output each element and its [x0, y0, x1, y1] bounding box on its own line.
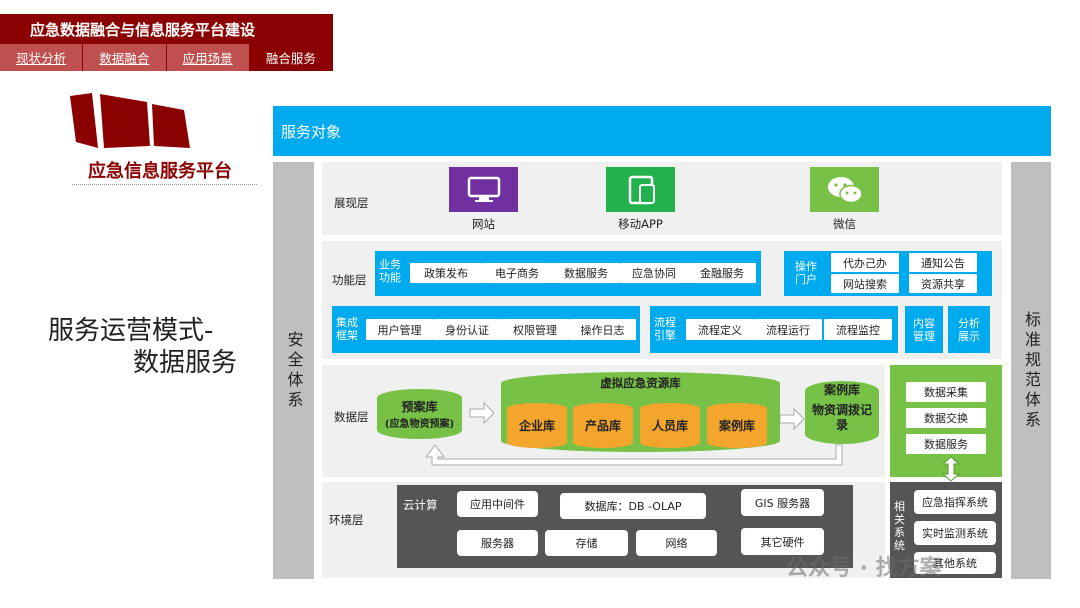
security-column: 安全体系 [273, 162, 314, 579]
environment-layer-label: 环境层 [329, 513, 364, 527]
plan-database[interactable]: 预案库 (应急物资预案) [377, 389, 462, 439]
nav-tab-status[interactable]: 现状分析 [0, 44, 84, 71]
realtime-monitoring-system[interactable]: 实时监测系统 [914, 521, 996, 545]
data-layer-label: 数据层 [334, 410, 369, 424]
content-management-box[interactable]: 内容管理 [905, 306, 943, 353]
business-item-data-service[interactable]: 数据服务 [552, 263, 620, 283]
case-database[interactable] [805, 381, 879, 444]
product-database[interactable]: 产品库 [573, 403, 633, 448]
decorative-logo-shape [70, 93, 190, 148]
mobile-app-label: 移动APP [618, 217, 663, 231]
data-flow-arrows [425, 401, 843, 466]
other-systems[interactable]: 其他系统 [914, 552, 996, 574]
related-systems-label: 相关系统 [894, 500, 905, 552]
cloud-computing-label: 云计算 [403, 498, 438, 512]
mode-title: 服务运营模式- 数据服务 [48, 315, 237, 379]
presentation-layer-label: 展现层 [334, 196, 369, 210]
mobile-icon [628, 175, 655, 204]
website-tile[interactable] [449, 167, 518, 212]
other-hardware-box[interactable]: 其它硬件 [741, 528, 824, 555]
plan-database-sublabel: (应急物资预案) [384, 419, 455, 430]
integration-item-permission[interactable]: 权限管理 [501, 319, 569, 340]
process-engine-label: 流程引擎 [654, 316, 676, 342]
database-olap-box[interactable]: 数据库：DB -OLAP [560, 493, 706, 519]
emergency-command-system[interactable]: 应急指挥系统 [914, 490, 996, 514]
storage-box[interactable]: 存储 [545, 530, 628, 556]
standard-column: 标准规范体系 [1011, 162, 1051, 579]
network-box[interactable]: 网络 [636, 530, 717, 556]
bidirectional-arrow-icon [941, 456, 961, 482]
function-layer-label: 功能层 [332, 273, 367, 287]
wechat-label: 微信 [833, 217, 856, 231]
business-item-ecommerce[interactable]: 电子商务 [482, 263, 552, 283]
process-item-monitor[interactable]: 流程监控 [824, 319, 892, 340]
monitor-icon [467, 176, 500, 202]
enterprise-database[interactable]: 企业库 [507, 403, 567, 448]
service-objects-bar: 服务对象 [273, 106, 1051, 156]
integration-item-auth[interactable]: 身份认证 [433, 319, 501, 340]
mobile-app-tile[interactable] [606, 167, 675, 212]
business-item-coordination[interactable]: 应急协同 [620, 263, 688, 283]
nav-tab-data-fusion[interactable]: 数据融合 [83, 44, 167, 71]
divider [72, 184, 257, 185]
gis-server-box[interactable]: GIS 服务器 [741, 489, 824, 516]
platform-title: 应急信息服务平台 [88, 161, 232, 182]
portal-item-search[interactable]: 网站搜索 [831, 274, 899, 293]
virtual-resource-database-label: 虚拟应急资源库 [600, 376, 681, 390]
data-service-box[interactable]: 数据服务 [906, 434, 986, 454]
server-box[interactable]: 服务器 [457, 530, 538, 556]
case-database-label: 案例库 [823, 383, 860, 397]
process-item-run[interactable]: 流程运行 [754, 319, 822, 340]
nav-tab-scenarios[interactable]: 应用场景 [166, 44, 250, 71]
nav-bar: 现状分析 数据融合 应用场景 融合服务 [0, 44, 333, 71]
operation-portal-label: 操作门户 [795, 260, 817, 286]
wechat-tile[interactable] [810, 167, 879, 212]
header-title: 应急数据融合与信息服务平台建设 [0, 14, 333, 44]
plan-database-label: 预案库 [401, 400, 438, 414]
integration-item-user-mgmt[interactable]: 用户管理 [366, 319, 433, 340]
wechat-icon [827, 176, 863, 203]
process-item-define[interactable]: 流程定义 [686, 319, 754, 340]
integration-item-logs[interactable]: 操作日志 [569, 319, 636, 340]
middleware-box[interactable]: 应用中间件 [457, 491, 538, 517]
portal-item-notice[interactable]: 通知公告 [909, 253, 977, 272]
business-function-label: 业务功能 [379, 258, 401, 284]
integration-framework-label: 集成框架 [336, 316, 358, 342]
portal-item-resource-share[interactable]: 资源共享 [909, 274, 977, 293]
portal-item-todo[interactable]: 代办己办 [831, 253, 899, 272]
nav-tab-fusion-service[interactable]: 融合服务 [249, 44, 333, 71]
mode-title-line2: 数据服务 [133, 348, 238, 378]
business-item-policy[interactable]: 政策发布 [410, 263, 482, 283]
personnel-database[interactable]: 人员库 [640, 403, 700, 448]
data-exchange-box[interactable]: 数据交换 [906, 408, 986, 428]
website-label: 网站 [472, 217, 495, 231]
watermark: 公众号 · 找方案 [786, 556, 942, 581]
case-database-sublabel: 物资调拨记录 [811, 403, 872, 432]
mode-title-line1: 服务运营模式- [48, 316, 214, 346]
case-sub-database[interactable]: 案例库 [707, 403, 767, 448]
business-item-finance[interactable]: 金融服务 [688, 263, 756, 283]
data-collection-box[interactable]: 数据采集 [906, 382, 986, 402]
analysis-display-box[interactable]: 分析展示 [948, 306, 990, 353]
